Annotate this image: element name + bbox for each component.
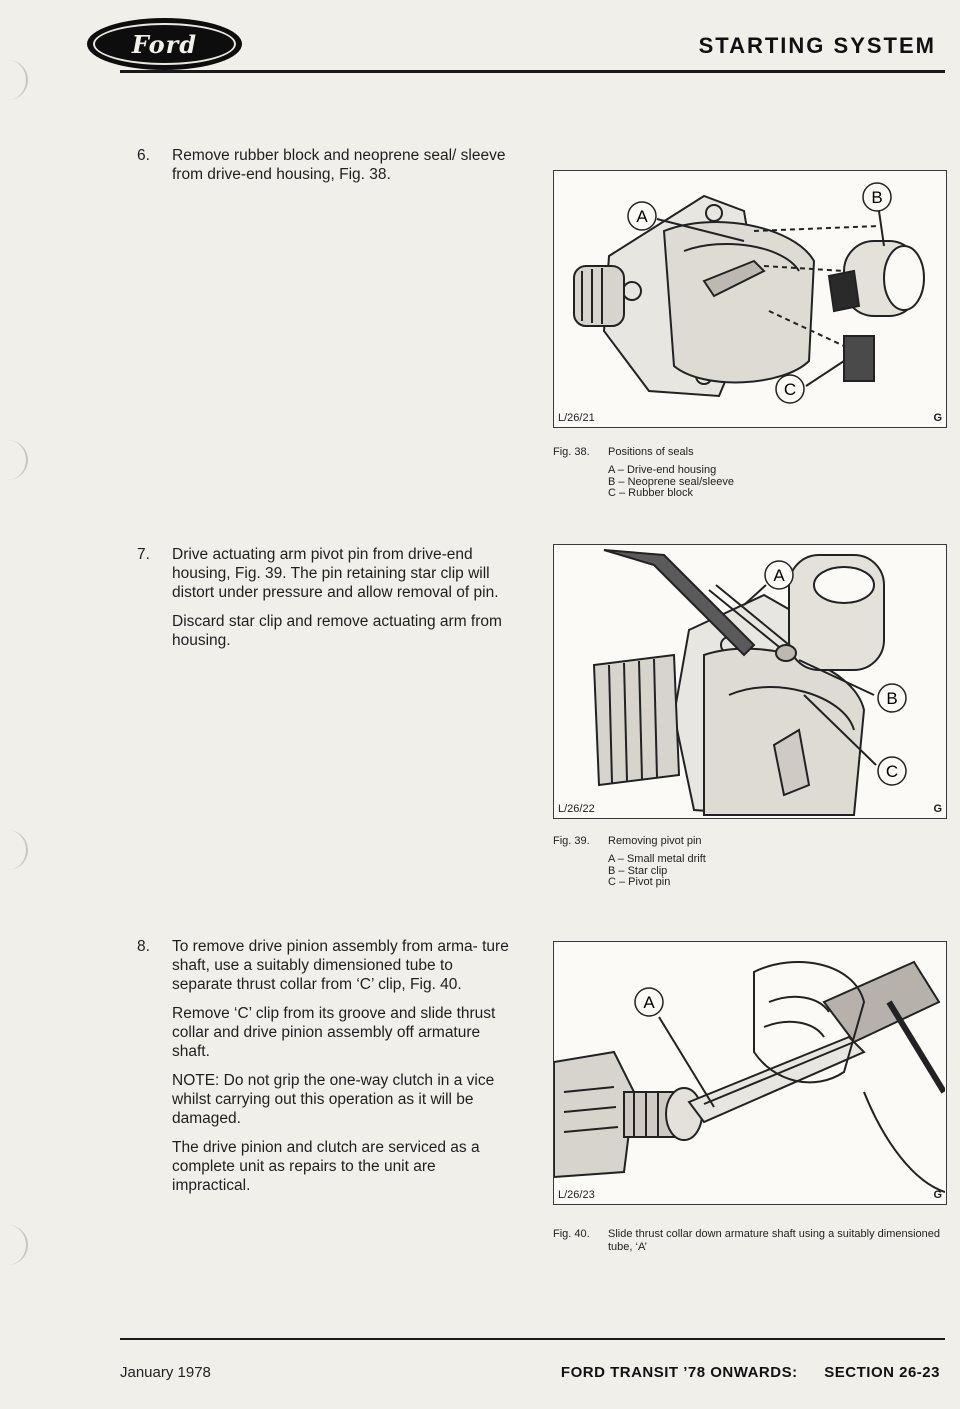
binder-hole	[0, 830, 28, 870]
step-number: 8.	[137, 938, 150, 955]
figure-mark: G	[933, 1189, 942, 1201]
binder-hole	[0, 440, 28, 480]
caption-number: Fig. 40.	[553, 1228, 590, 1240]
figure-38-illustration: A B C L/26/21 G	[553, 170, 947, 428]
step-7: 7. Drive actuating arm pivot pin from dr…	[110, 545, 515, 660]
figure-code: L/26/21	[558, 412, 595, 424]
caption-item: C – Rubber block	[608, 487, 693, 499]
thrust-collar-drawing: A	[554, 960, 945, 1193]
callout-b: B	[871, 188, 882, 207]
binder-hole	[0, 1225, 28, 1265]
step-6: 6. Remove rubber block and neoprene seal…	[110, 146, 515, 194]
callout-a: A	[643, 993, 655, 1012]
caption-item: A – Drive-end housing	[608, 464, 717, 476]
step-paragraph: To remove drive pinion assembly from arm…	[172, 938, 509, 993]
figure-mark: G	[933, 803, 942, 815]
footer-rule	[120, 1338, 945, 1340]
pivot-pin-removal-drawing: A B C	[592, 549, 907, 817]
step-paragraph: The drive pinion and clutch are serviced…	[172, 1139, 480, 1194]
caption-title: Removing pivot pin	[608, 835, 702, 847]
callout-a: A	[773, 566, 785, 585]
callout-a: A	[636, 207, 648, 226]
figure-39-illustration: A B C L/26/22 G	[553, 544, 947, 819]
figure-code: L/26/22	[558, 803, 595, 815]
caption-item: A – Small metal drift	[608, 853, 706, 865]
step-8: 8. To remove drive pinion assembly from …	[110, 937, 515, 1205]
figure-40-caption: Fig. 40. Slide thrust collar down armatu…	[553, 1228, 947, 1254]
binder-hole	[0, 60, 28, 100]
caption-title: Slide thrust collar down armature shaft …	[608, 1228, 941, 1253]
figure-38-caption: Fig. 38. Positions of seals A – Drive-en…	[553, 446, 947, 500]
figure-39-caption: Fig. 39. Removing pivot pin A – Small me…	[553, 835, 947, 889]
step-number: 6.	[137, 147, 150, 164]
step-paragraph: NOTE: Do not grip the one-way clutch in …	[172, 1072, 495, 1127]
step-paragraph: Remove rubber block and neoprene seal/ s…	[172, 147, 506, 183]
caption-item: B – Neoprene seal/sleeve	[608, 475, 734, 488]
callout-b: B	[886, 689, 897, 708]
step-number: 7.	[137, 546, 150, 563]
publication-title: FORD TRANSIT ’78 ONWARDS:	[560, 1364, 798, 1381]
step-paragraph: Remove ‘C’ clip from its groove and slid…	[172, 1005, 496, 1060]
caption-number: Fig. 39.	[553, 835, 590, 847]
figure-40-illustration: A L/26/23 G	[553, 941, 947, 1205]
footer-publication: FORD TRANSIT ’78 ONWARDS: SECTION 26-23	[539, 1364, 940, 1381]
ford-logo: Ford	[87, 18, 242, 70]
drive-end-housing-drawing: A B C	[573, 182, 925, 404]
section-number: SECTION 26-23	[824, 1364, 940, 1381]
caption-item: B – Star clip	[608, 864, 668, 877]
step-paragraph: Drive actuating arm pivot pin from drive…	[172, 546, 499, 601]
header-rule	[120, 70, 945, 73]
caption-item: C – Pivot pin	[608, 876, 671, 888]
caption-title: Positions of seals	[608, 446, 694, 458]
callout-c: C	[886, 762, 898, 781]
caption-number: Fig. 38.	[553, 446, 590, 458]
logo-text: Ford	[131, 29, 198, 59]
figure-code: L/26/23	[558, 1189, 595, 1201]
step-paragraph: Discard star clip and remove actuating a…	[172, 613, 502, 649]
section-title: STARTING SYSTEM	[698, 33, 936, 58]
callout-c: C	[784, 380, 796, 399]
figure-mark: G	[933, 412, 942, 424]
footer-date: January 1978	[120, 1364, 211, 1381]
